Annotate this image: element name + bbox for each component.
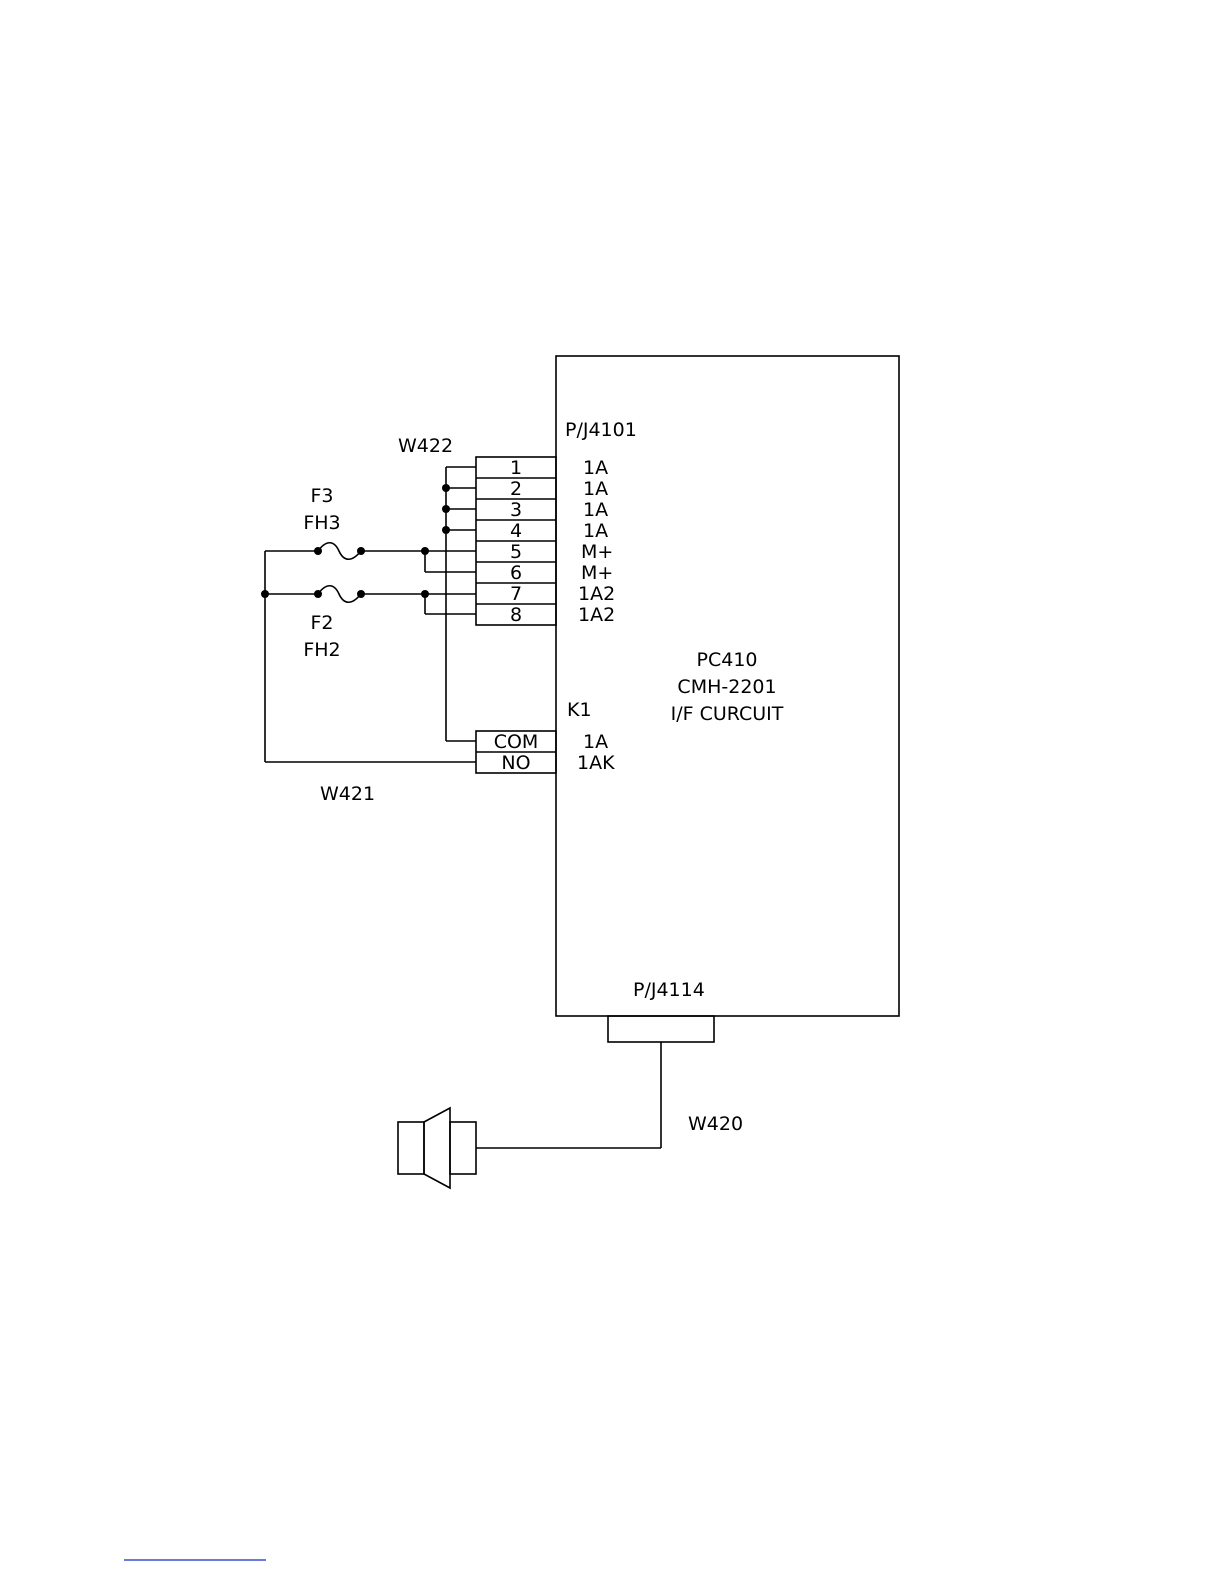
connector-bottom-block <box>608 1016 714 1042</box>
fuse-holder-fh2: FH2 <box>303 639 340 661</box>
pin-number: 2 <box>510 478 522 500</box>
relay-signal: 1A <box>583 731 608 753</box>
wire-label-w422: W422 <box>398 435 453 457</box>
pin-number: 8 <box>510 604 522 626</box>
fuse-id-f2: F2 <box>310 612 333 634</box>
wire-w421 <box>261 551 476 762</box>
fuse-icon <box>265 586 365 603</box>
pin-signal: 1A2 <box>578 583 615 605</box>
speaker-icon <box>398 1108 476 1188</box>
relay-pin-no: NO <box>501 752 530 774</box>
pin-number: 4 <box>510 520 522 542</box>
fuse-holder-fh3: FH3 <box>303 512 340 534</box>
board-model: CMH-2201 <box>677 676 776 698</box>
wire-1a2 <box>361 590 476 614</box>
board-name: PC410 <box>697 649 758 671</box>
board-function: I/F CURCUIT <box>671 703 784 725</box>
pin-number: 7 <box>510 583 522 605</box>
wire-label-w421: W421 <box>320 783 375 805</box>
pin-number: 3 <box>510 499 522 521</box>
connector-bottom-label: P/J4114 <box>633 979 705 1001</box>
wire-label-w420: W420 <box>688 1113 743 1135</box>
pin-signal: 1A <box>583 520 608 542</box>
pin-signal: M+ <box>581 562 613 584</box>
wire-w420 <box>476 1042 661 1148</box>
relay-pin-com: COM <box>494 731 539 753</box>
pin-number: 5 <box>510 541 522 563</box>
relay-signal: 1AK <box>577 752 615 774</box>
pin-signal: 1A2 <box>578 604 615 626</box>
wire-w422 <box>442 467 476 741</box>
connector-main-label: P/J4101 <box>565 419 637 441</box>
pin-signal: 1A <box>583 478 608 500</box>
pin-signal: 1A <box>583 499 608 521</box>
pin-signal: 1A <box>583 457 608 479</box>
wire-m-plus <box>361 547 476 572</box>
relay-label: K1 <box>567 699 592 721</box>
pin-signal: M+ <box>581 541 613 563</box>
fuse-icon <box>265 543 365 560</box>
pin-number: 1 <box>510 457 522 479</box>
pin-number: 6 <box>510 562 522 584</box>
fuse-id-f3: F3 <box>310 485 333 507</box>
